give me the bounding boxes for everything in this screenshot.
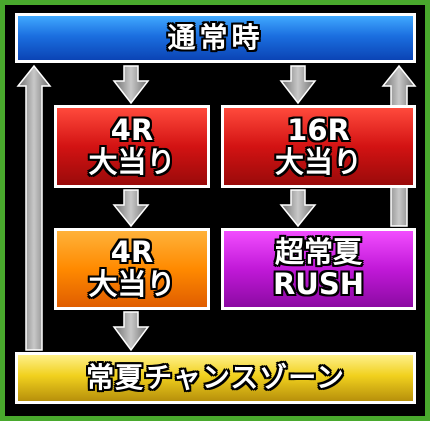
normal-mode-label: 通常時: [167, 20, 264, 54]
4r-orange-round-label: 4R: [110, 235, 154, 270]
4r-jackpot-orange-box: 4R 大当り: [54, 228, 210, 310]
rush-label: RUSH: [272, 267, 365, 301]
arrow-up-chance-zone-to-top: [16, 64, 52, 351]
16r-jackpot-label: 大当り: [274, 144, 362, 179]
rush-box: 超常夏 RUSH: [221, 228, 416, 310]
chance-zone-label: 常夏チャンスゾーン: [86, 360, 345, 394]
4r-jackpot-red-box: 4R 大当り: [54, 105, 210, 188]
4r-orange-jackpot-label: 大当り: [88, 267, 176, 301]
16r-jackpot-box: 16R 大当り: [221, 105, 416, 188]
4r-red-jackpot-label: 大当り: [88, 144, 176, 179]
rush-title-label: 超常夏: [274, 235, 362, 270]
arrow-down-4r-to-chance-zone: [112, 311, 150, 352]
4r-red-round-label: 4R: [110, 112, 154, 147]
arrow-down-16r-to-rush: [279, 189, 317, 228]
chance-zone-box: 常夏チャンスゾーン: [15, 352, 416, 404]
arrow-down-top-to-4r: [112, 65, 150, 105]
normal-mode-box: 通常時: [15, 13, 416, 63]
16r-round-label: 16R: [287, 112, 350, 147]
arrow-down-top-to-16r: [279, 65, 317, 105]
arrow-down-4r-to-4r: [112, 189, 150, 228]
